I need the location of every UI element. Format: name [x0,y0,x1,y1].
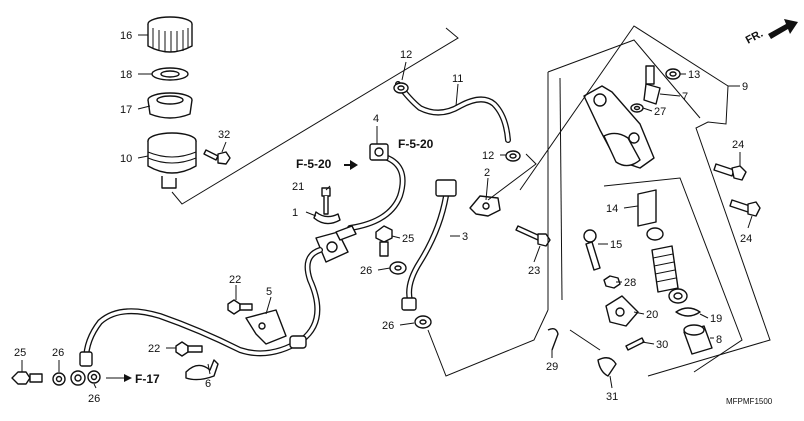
assembly-frames [171,25,771,377]
callout-4: 4 [373,113,379,125]
bolt-22-lower [175,341,203,357]
oil-bolt-25-center [375,225,393,257]
callout-28: 28 [624,277,636,289]
ref-label-f-5-20-left: F-5-20 [296,157,332,171]
callout-14: 14 [606,203,618,215]
seal-14-cup [646,227,664,241]
sealing-washer-26-left-b [87,370,101,384]
callout-11: 11 [452,73,463,85]
callout-26-center: 26 [360,265,372,277]
callout-1: 1 [292,207,298,219]
callout-24-upper: 24 [732,139,744,151]
callout-26-lower: 26 [382,320,394,332]
fr-label: FR. [744,28,765,47]
callout-22-lower: 22 [148,343,160,355]
bolt-32 [203,149,231,165]
f17-arrow [106,374,132,382]
piston-15 [583,229,601,271]
hose-clip-12-lower [505,150,521,162]
callout-10: 10 [120,153,132,165]
callout-26-left: 26 [52,347,64,359]
callout-21: 21 [292,181,304,193]
clip-13 [665,68,681,80]
callout-30: 30 [656,339,668,351]
callout-19: 19 [710,313,722,325]
sealing-washer-26-lower [414,315,432,329]
ref-arrow-icon [344,160,358,170]
o-ring-27 [630,103,644,113]
washer-31 [597,357,617,377]
callout-29: 29 [546,361,558,373]
bolt-22-upper [227,299,253,315]
ref-label-f-17: F-17 [135,372,160,386]
callout-15: 15 [610,239,622,251]
hose-clamp-2 [469,195,501,217]
callout-25-left: 25 [14,347,26,359]
callout-20: 20 [646,309,658,321]
bolt-24-lower [729,199,761,217]
reservoir-cap-16 [147,16,193,53]
sealing-washer-26-center [389,261,407,275]
callout-25-center: 25 [402,233,414,245]
callout-7: 7 [682,91,688,103]
callout-24-lower: 24 [740,233,752,245]
fr-arrow-icon [768,19,798,39]
master-cylinder-9 [583,85,655,169]
callout-12-upper: 12 [400,49,412,61]
reservoir-tank-10 [147,132,197,189]
reservoir-hose-11 [395,81,511,143]
diaphragm-plate-18 [151,67,189,81]
joint-20 [605,295,639,327]
bolt-23 [515,225,551,247]
front-direction-indicator: FR. [744,19,798,47]
hose-clip-12-upper [393,82,409,94]
brake-hose-3 [401,179,457,311]
callout-3: 3 [462,231,468,243]
pin-29 [547,327,559,351]
callout-23: 23 [528,265,540,277]
diaphragm-17 [147,92,193,119]
clamp-1 [313,211,341,225]
callout-26-bottom: 26 [88,393,100,405]
brake-hose-4 [347,143,406,231]
callout-31: 31 [606,391,618,403]
hose-stay-5 [245,309,287,345]
hose-joint-7 [643,65,661,105]
bolt-21 [321,187,331,215]
hose-clamp-6 [185,359,219,381]
callout-5: 5 [266,286,272,298]
brake-joint [315,225,357,263]
callout-32: 32 [218,129,230,141]
cup-ring [668,288,688,304]
nut-28 [603,275,621,289]
callout-9: 9 [742,81,748,93]
sealing-washer-26-left-a [52,372,66,386]
spring-14 [637,189,657,227]
callout-18: 18 [120,69,132,81]
piston-body [651,245,679,293]
ref-label-f-5-20-center: F-5-20 [398,137,434,151]
brake-hose-main [79,247,323,367]
callout-numbers: 16 18 17 10 32 12 11 4 21 1 25 26 3 2 12… [14,30,752,405]
callout-27: 27 [654,106,666,118]
bolt-24-upper [713,163,747,181]
leader-lines [21,34,753,389]
snap-ring-19 [675,307,701,317]
oil-bolt-25-left [11,371,43,385]
callout-22-upper: 22 [229,274,241,286]
hose-eye-left [70,370,86,386]
callout-17: 17 [120,104,132,116]
callout-2: 2 [484,167,490,179]
callout-13: 13 [688,69,700,81]
callout-16: 16 [120,30,132,42]
callout-8: 8 [716,334,722,346]
cotter-30 [625,337,645,351]
callout-6: 6 [205,378,211,390]
diagram-code: MFPMF1500 [726,397,773,406]
callout-12-lower: 12 [482,150,494,162]
boot-8 [683,324,713,355]
